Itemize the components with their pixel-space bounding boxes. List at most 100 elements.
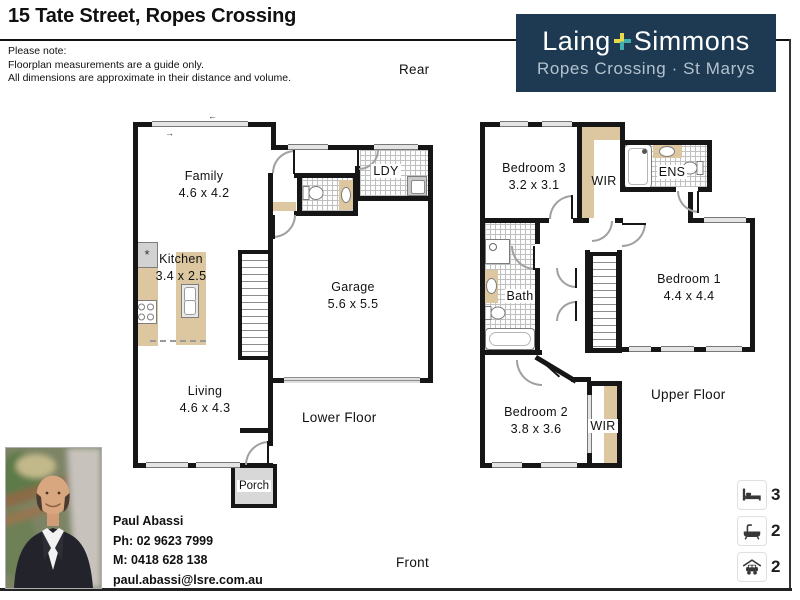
- wall: [428, 145, 433, 383]
- window: [146, 462, 188, 468]
- brand-name: Laing Simmons: [542, 27, 750, 55]
- room-label-laundry: LDY: [371, 164, 401, 178]
- wall: [587, 453, 592, 468]
- stairs-lower: [238, 250, 272, 360]
- door-leaf: [575, 268, 577, 288]
- door-opening: [676, 187, 698, 192]
- wall: [240, 428, 273, 433]
- wall: [271, 145, 433, 150]
- brand-right: Simmons: [633, 26, 750, 56]
- wall: [585, 348, 622, 353]
- agent-photo-image: [0, 447, 101, 589]
- door-swing: [677, 191, 699, 213]
- front-label: Front: [396, 555, 430, 570]
- door-leaf: [273, 215, 275, 239]
- agent-email: paul.abassi@lsre.com.au: [113, 572, 263, 587]
- plus-icon: [613, 32, 631, 50]
- room-label-wir-top: WIR: [591, 174, 617, 188]
- window: [661, 346, 694, 352]
- wall: [535, 218, 540, 352]
- wall: [587, 381, 622, 386]
- ensuite-shower-bath-icon: [624, 144, 652, 189]
- door-opening: [535, 244, 540, 268]
- door-leaf: [571, 195, 573, 219]
- bathrooms-count: 2: [771, 521, 781, 540]
- wall: [587, 381, 592, 395]
- wall: [620, 127, 625, 192]
- bath-sink-icon: [486, 278, 497, 294]
- kitchen-overhead-line: [150, 340, 206, 342]
- wall: [571, 377, 591, 382]
- door-leaf: [622, 223, 646, 225]
- note-line: Please note:: [8, 45, 67, 57]
- laundry-tub-icon: [407, 176, 427, 196]
- window: [500, 121, 528, 127]
- wall: [620, 140, 712, 145]
- window: [196, 462, 240, 468]
- door-leaf: [357, 150, 359, 170]
- note-line: All dimensions are approximate in their …: [8, 72, 292, 84]
- door-swing: [273, 215, 296, 238]
- room-label-family: Family 4.6 x 4.2: [178, 169, 230, 200]
- wall: [617, 250, 622, 352]
- door-leaf: [267, 441, 269, 465]
- door-leaf: [575, 301, 577, 321]
- wall: [620, 187, 712, 192]
- agent-mobile: M: 0418 628 138: [113, 553, 208, 567]
- rear-label: Rear: [399, 62, 430, 77]
- wall: [133, 122, 138, 468]
- wall: [577, 122, 582, 223]
- right-border: [789, 39, 791, 590]
- bedrooms-count: 3: [771, 485, 781, 504]
- wc-sink-icon: [341, 187, 351, 203]
- wall: [480, 350, 542, 355]
- wall: [297, 176, 302, 214]
- bathtub-icon: [743, 524, 761, 540]
- wall: [617, 381, 622, 468]
- wall: [355, 166, 360, 198]
- bed-icon: [742, 488, 761, 501]
- garage-door: [284, 377, 420, 383]
- hall-cupboard: [271, 202, 296, 211]
- door-swing: [272, 150, 295, 173]
- door-swing: [556, 301, 576, 321]
- wall: [268, 211, 358, 216]
- bath-toilet-icon: [484, 306, 506, 320]
- cars-count: 2: [771, 557, 781, 576]
- agency-logo: Laing Simmons Ropes Crossing · St Marys: [516, 14, 776, 92]
- wall: [268, 173, 358, 178]
- bathrooms-stat: [737, 516, 767, 546]
- agent-phone: Ph: 02 9623 7999: [113, 533, 214, 548]
- room-label-living: Living 4.6 x 4.3: [179, 384, 231, 415]
- wall: [268, 173, 273, 446]
- window: [374, 144, 418, 150]
- upper-floor-label: Upper Floor: [651, 387, 726, 402]
- door-opening: [549, 218, 573, 223]
- room-label-bedroom2: Bedroom 2 3.8 x 3.6: [504, 405, 568, 436]
- door-leaf: [697, 191, 699, 213]
- room-label-porch: Porch: [236, 480, 272, 492]
- door-swing: [549, 195, 573, 219]
- disclaimer-note: Please note: Floorplan measurements are …: [8, 45, 291, 86]
- stairs-upper: [589, 252, 620, 352]
- room-label-kitchen: Kitchen 3.4 x 2.5: [155, 252, 207, 283]
- brand-subtitle: Ropes Crossing · St Marys: [536, 59, 756, 78]
- toilet-icon: [302, 186, 324, 200]
- wall: [585, 250, 590, 352]
- door-swing: [556, 268, 576, 288]
- kitchen-sink-icon: [181, 284, 199, 318]
- room-label-bedroom3: Bedroom 3 3.2 x 3.1: [502, 161, 566, 192]
- door-opening: [273, 173, 294, 178]
- window: [542, 121, 572, 127]
- cars-stat: [737, 552, 767, 582]
- porch: Porch: [231, 464, 277, 508]
- door-opening: [273, 211, 294, 216]
- wall: [271, 122, 276, 150]
- door-leaf: [533, 246, 535, 270]
- slider-arrow-icon: ←: [208, 111, 217, 121]
- room-label-garage: Garage 5.6 x 5.5: [327, 280, 379, 311]
- shower-icon: [485, 239, 510, 264]
- ensuite-sink-icon: [659, 146, 675, 157]
- door-opening: [589, 218, 615, 223]
- wir-shelf: [582, 127, 594, 220]
